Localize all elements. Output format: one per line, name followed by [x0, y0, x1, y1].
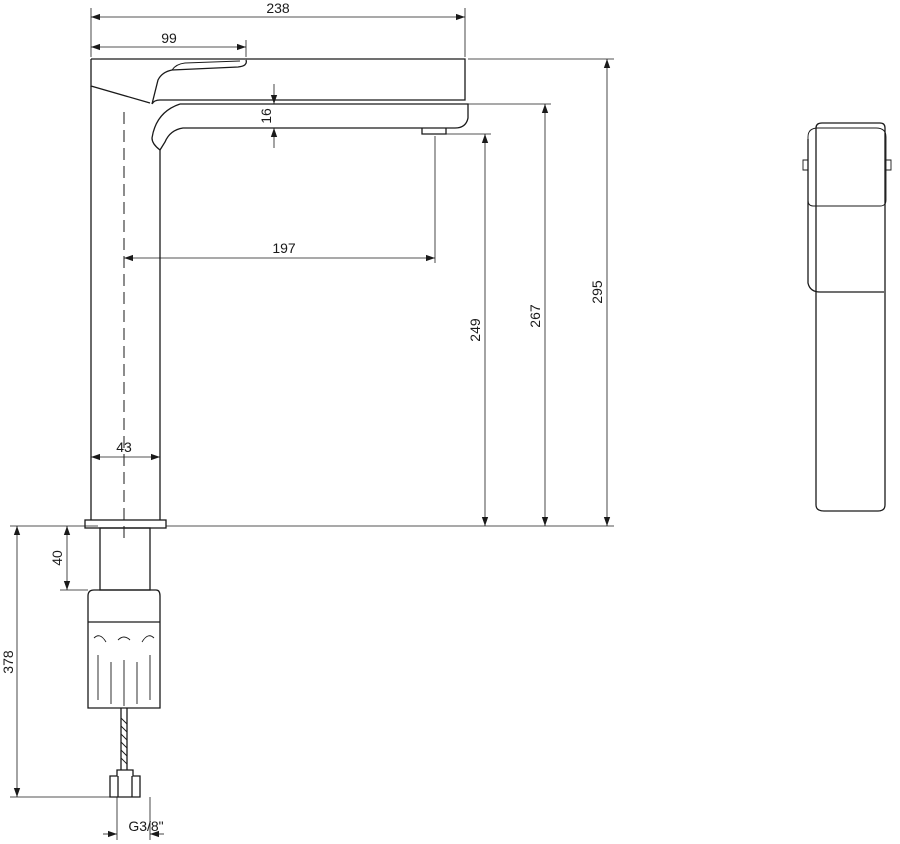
front-view-body	[815, 122, 886, 512]
dimension-label-total-length: 238	[266, 0, 290, 16]
spout	[151, 103, 469, 151]
hose-nut	[109, 769, 141, 798]
handle-lever	[90, 58, 466, 105]
dimension-197: 197	[124, 240, 435, 262]
dimension-267: 267	[527, 104, 549, 526]
faucet-front-view	[802, 122, 892, 512]
dimension-label-spout-reach: 197	[272, 240, 296, 256]
dimension-label-outlet-height: 249	[467, 318, 483, 342]
dimension-thread: G3/8"	[103, 818, 164, 838]
mounting-nut	[87, 589, 161, 709]
dimension-label-body-width: 43	[116, 439, 132, 455]
dimension-label-total-height: 295	[589, 280, 605, 304]
dimension-40: 40	[49, 526, 71, 590]
dimension-43: 43	[91, 439, 160, 461]
dimension-label-hose-length: 378	[0, 650, 16, 674]
dimension-label-handle-length: 99	[161, 30, 177, 46]
dimension-249: 249	[467, 134, 489, 526]
faucet-side-view	[84, 58, 469, 798]
dimension-label-hose-thread: G3/8"	[128, 818, 163, 834]
dimension-295: 295	[589, 59, 611, 526]
aerator	[421, 128, 447, 135]
shank	[99, 527, 151, 591]
dimension-238: 238	[91, 0, 465, 21]
dimension-label-shank-height: 40	[49, 550, 65, 566]
base-plate	[84, 519, 167, 529]
dimension-99: 99	[91, 30, 246, 51]
dimension-label-spout-thickness: 16	[258, 108, 274, 124]
dimension-378: 378	[0, 526, 21, 797]
faucet-body	[90, 104, 161, 520]
dimension-16: 16	[258, 84, 290, 148]
extension-lines	[10, 8, 614, 840]
dimension-label-spout-top-height: 267	[527, 304, 543, 328]
